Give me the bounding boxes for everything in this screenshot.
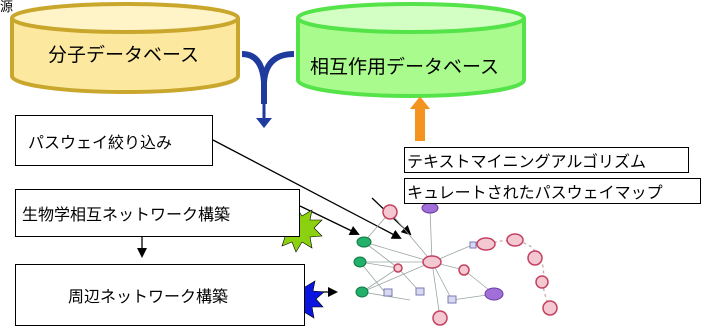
arrow-bio-to-network [299, 205, 360, 236]
text-mining-box: テキストマイニングアルゴリズム [404, 147, 689, 173]
molecule-database-cylinder [10, 2, 240, 94]
interaction-database-label: 相互作用データベース [310, 56, 500, 78]
pathway-filter-box: パスウェイ絞り込み [15, 115, 213, 166]
molecule-database-label: 分子データベース [48, 44, 200, 66]
corner-text: 源 [0, 0, 14, 15]
bio-network-label: 生物学相互ネットワーク構築 [22, 205, 231, 224]
text-mining-label: テキストマイニングアルゴリズム [407, 152, 647, 171]
network-graph-image [353, 202, 558, 326]
interaction-database-cylinder [296, 2, 526, 98]
orange-up-arrow [409, 96, 431, 141]
curated-pathway-box: キュレートされたパスウェイマップ [404, 178, 701, 204]
bio-network-box: 生物学相互ネットワーク構築 [15, 189, 300, 237]
pathway-filter-label: パスウェイ絞り込み [28, 132, 173, 152]
peripheral-network-box: 周辺ネットワーク構築 [15, 264, 305, 326]
curated-pathway-label: キュレートされたパスウェイマップ [407, 183, 663, 202]
peripheral-network-label: 周辺ネットワーク構築 [68, 287, 229, 306]
merge-arrow [241, 51, 295, 128]
arrow-pathway-to-network [212, 139, 402, 239]
